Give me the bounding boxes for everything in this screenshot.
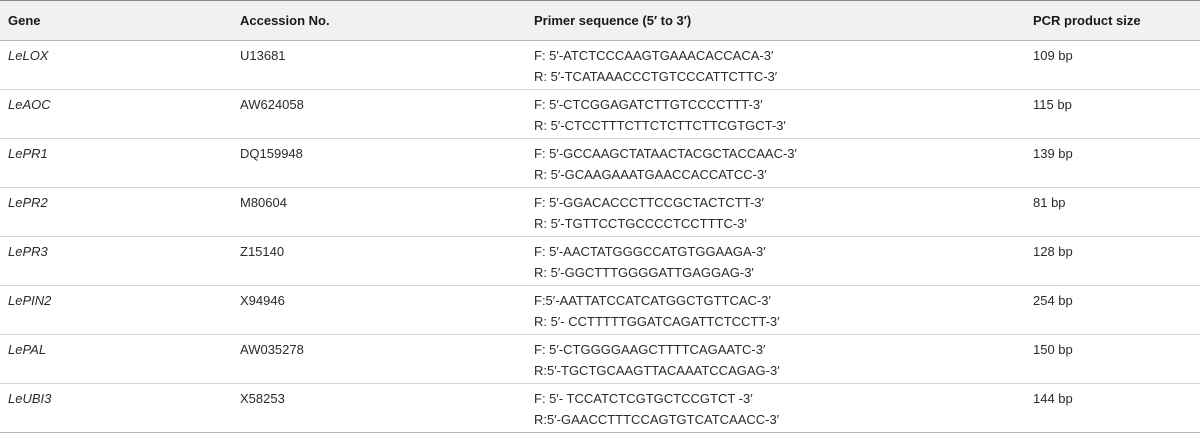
- forward-primer: F: 5′-GGACACCCTTCCGCTACTCTT-3′: [534, 195, 764, 210]
- header-pcr-product-size: PCR product size: [1025, 0, 1200, 41]
- table-row: LeLOX U13681 F: 5′-ATCTCCCAAGTGAAACACCAC…: [0, 41, 1200, 90]
- primer-cell: F: 5′-AACTATGGGCCATGTGGAAGA-3′ R: 5′-GGC…: [526, 237, 1025, 286]
- table-row: LePR1 DQ159948 F: 5′-GCCAAGCTATAACTACGCT…: [0, 139, 1200, 188]
- accession-cell: Z15140: [240, 244, 285, 259]
- accession-cell: DQ159948: [240, 146, 303, 161]
- gene-cell: LePR3: [8, 244, 48, 259]
- primer-cell: F: 5′- TCCATCTCGTGCTCCGTCT -3′ R:5′-GAAC…: [526, 384, 1025, 433]
- table-header: Gene Accession No. Primer sequence (5′ t…: [0, 0, 1200, 41]
- accession-cell: AW035278: [240, 342, 304, 357]
- primer-cell: F: 5′-CTGGGGAAGCTTTTCAGAATC-3′ R:5′-TGCT…: [526, 335, 1025, 384]
- reverse-primer: R:5′-TGCTGCAAGTTACAAATCCAGAG-3′: [534, 363, 780, 378]
- size-cell: 254 bp: [1033, 293, 1073, 308]
- table-row: LeAOC AW624058 F: 5′-CTCGGAGATCTTGTCCCCT…: [0, 90, 1200, 139]
- table-body: LeLOX U13681 F: 5′-ATCTCCCAAGTGAAACACCAC…: [0, 41, 1200, 433]
- primer-cell: F: 5′-GCCAAGCTATAACTACGCTACCAAC-3′ R: 5′…: [526, 139, 1025, 188]
- reverse-primer: R: 5′-TGTTCCTGCCCCTCCTTTC-3′: [534, 216, 747, 231]
- accession-cell: AW624058: [240, 97, 304, 112]
- table-row: LePR3 Z15140 F: 5′-AACTATGGGCCATGTGGAAGA…: [0, 237, 1200, 286]
- accession-cell: X94946: [240, 293, 285, 308]
- accession-cell: M80604: [240, 195, 287, 210]
- table-row: LeUBI3 X58253 F: 5′- TCCATCTCGTGCTCCGTCT…: [0, 384, 1200, 433]
- header-row: Gene Accession No. Primer sequence (5′ t…: [0, 0, 1200, 41]
- accession-cell: X58253: [240, 391, 285, 406]
- gene-cell: LePR1: [8, 146, 48, 161]
- reverse-primer: R: 5′- CCTTTTTGGATCAGATTCTCCTT-3′: [534, 314, 780, 329]
- size-cell: 139 bp: [1033, 146, 1073, 161]
- gene-cell: LePR2: [8, 195, 48, 210]
- forward-primer: F: 5′-CTCGGAGATCTTGTCCCCTTT-3′: [534, 97, 763, 112]
- reverse-primer: R: 5′-CTCCTTTCTTCTCTTCTTCGTGCT-3′: [534, 118, 786, 133]
- primer-cell: F: 5′-GGACACCCTTCCGCTACTCTT-3′ R: 5′-TGT…: [526, 188, 1025, 237]
- forward-primer: F: 5′-CTGGGGAAGCTTTTCAGAATC-3′: [534, 342, 766, 357]
- primer-table: Gene Accession No. Primer sequence (5′ t…: [0, 0, 1200, 433]
- primer-cell: F: 5′-CTCGGAGATCTTGTCCCCTTT-3′ R: 5′-CTC…: [526, 90, 1025, 139]
- size-cell: 150 bp: [1033, 342, 1073, 357]
- table-row: LePR2 M80604 F: 5′-GGACACCCTTCCGCTACTCTT…: [0, 188, 1200, 237]
- size-cell: 128 bp: [1033, 244, 1073, 259]
- gene-cell: LeLOX: [8, 48, 49, 63]
- size-cell: 144 bp: [1033, 391, 1073, 406]
- size-cell: 81 bp: [1033, 195, 1066, 210]
- reverse-primer: R:5′-GAACCTTTCCAGTGTCATCAACC-3′: [534, 412, 780, 427]
- forward-primer: F:5′-AATTATCCATCATGGCTGTTCAC-3′: [534, 293, 771, 308]
- forward-primer: F: 5′-AACTATGGGCCATGTGGAAGA-3′: [534, 244, 766, 259]
- gene-cell: LeUBI3: [8, 391, 52, 406]
- header-primer-sequence: Primer sequence (5′ to 3′): [526, 0, 1025, 41]
- reverse-primer: R: 5′-TCATAAACCCTGTCCCATTCTTC-3′: [534, 69, 778, 84]
- size-cell: 109 bp: [1033, 48, 1073, 63]
- header-accession: Accession No.: [232, 0, 526, 41]
- primer-cell: F:5′-AATTATCCATCATGGCTGTTCAC-3′ R: 5′- C…: [526, 286, 1025, 335]
- forward-primer: F: 5′-ATCTCCCAAGTGAAACACCACA-3′: [534, 48, 774, 63]
- gene-cell: LePIN2: [8, 293, 52, 308]
- header-gene: Gene: [0, 0, 232, 41]
- gene-cell: LePAL: [8, 342, 47, 357]
- table-row: LePIN2 X94946 F:5′-AATTATCCATCATGGCTGTTC…: [0, 286, 1200, 335]
- reverse-primer: R: 5′-GCAAGAAATGAACCACCATCC-3′: [534, 167, 767, 182]
- accession-cell: U13681: [240, 48, 286, 63]
- forward-primer: F: 5′- TCCATCTCGTGCTCCGTCT -3′: [534, 391, 753, 406]
- reverse-primer: R: 5′-GGCTTTGGGGATTGAGGAG-3′: [534, 265, 754, 280]
- primer-cell: F: 5′-ATCTCCCAAGTGAAACACCACA-3′ R: 5′-TC…: [526, 41, 1025, 90]
- size-cell: 115 bp: [1033, 97, 1072, 112]
- table-row: LePAL AW035278 F: 5′-CTGGGGAAGCTTTTCAGAA…: [0, 335, 1200, 384]
- gene-cell: LeAOC: [8, 97, 51, 112]
- forward-primer: F: 5′-GCCAAGCTATAACTACGCTACCAAC-3′: [534, 146, 797, 161]
